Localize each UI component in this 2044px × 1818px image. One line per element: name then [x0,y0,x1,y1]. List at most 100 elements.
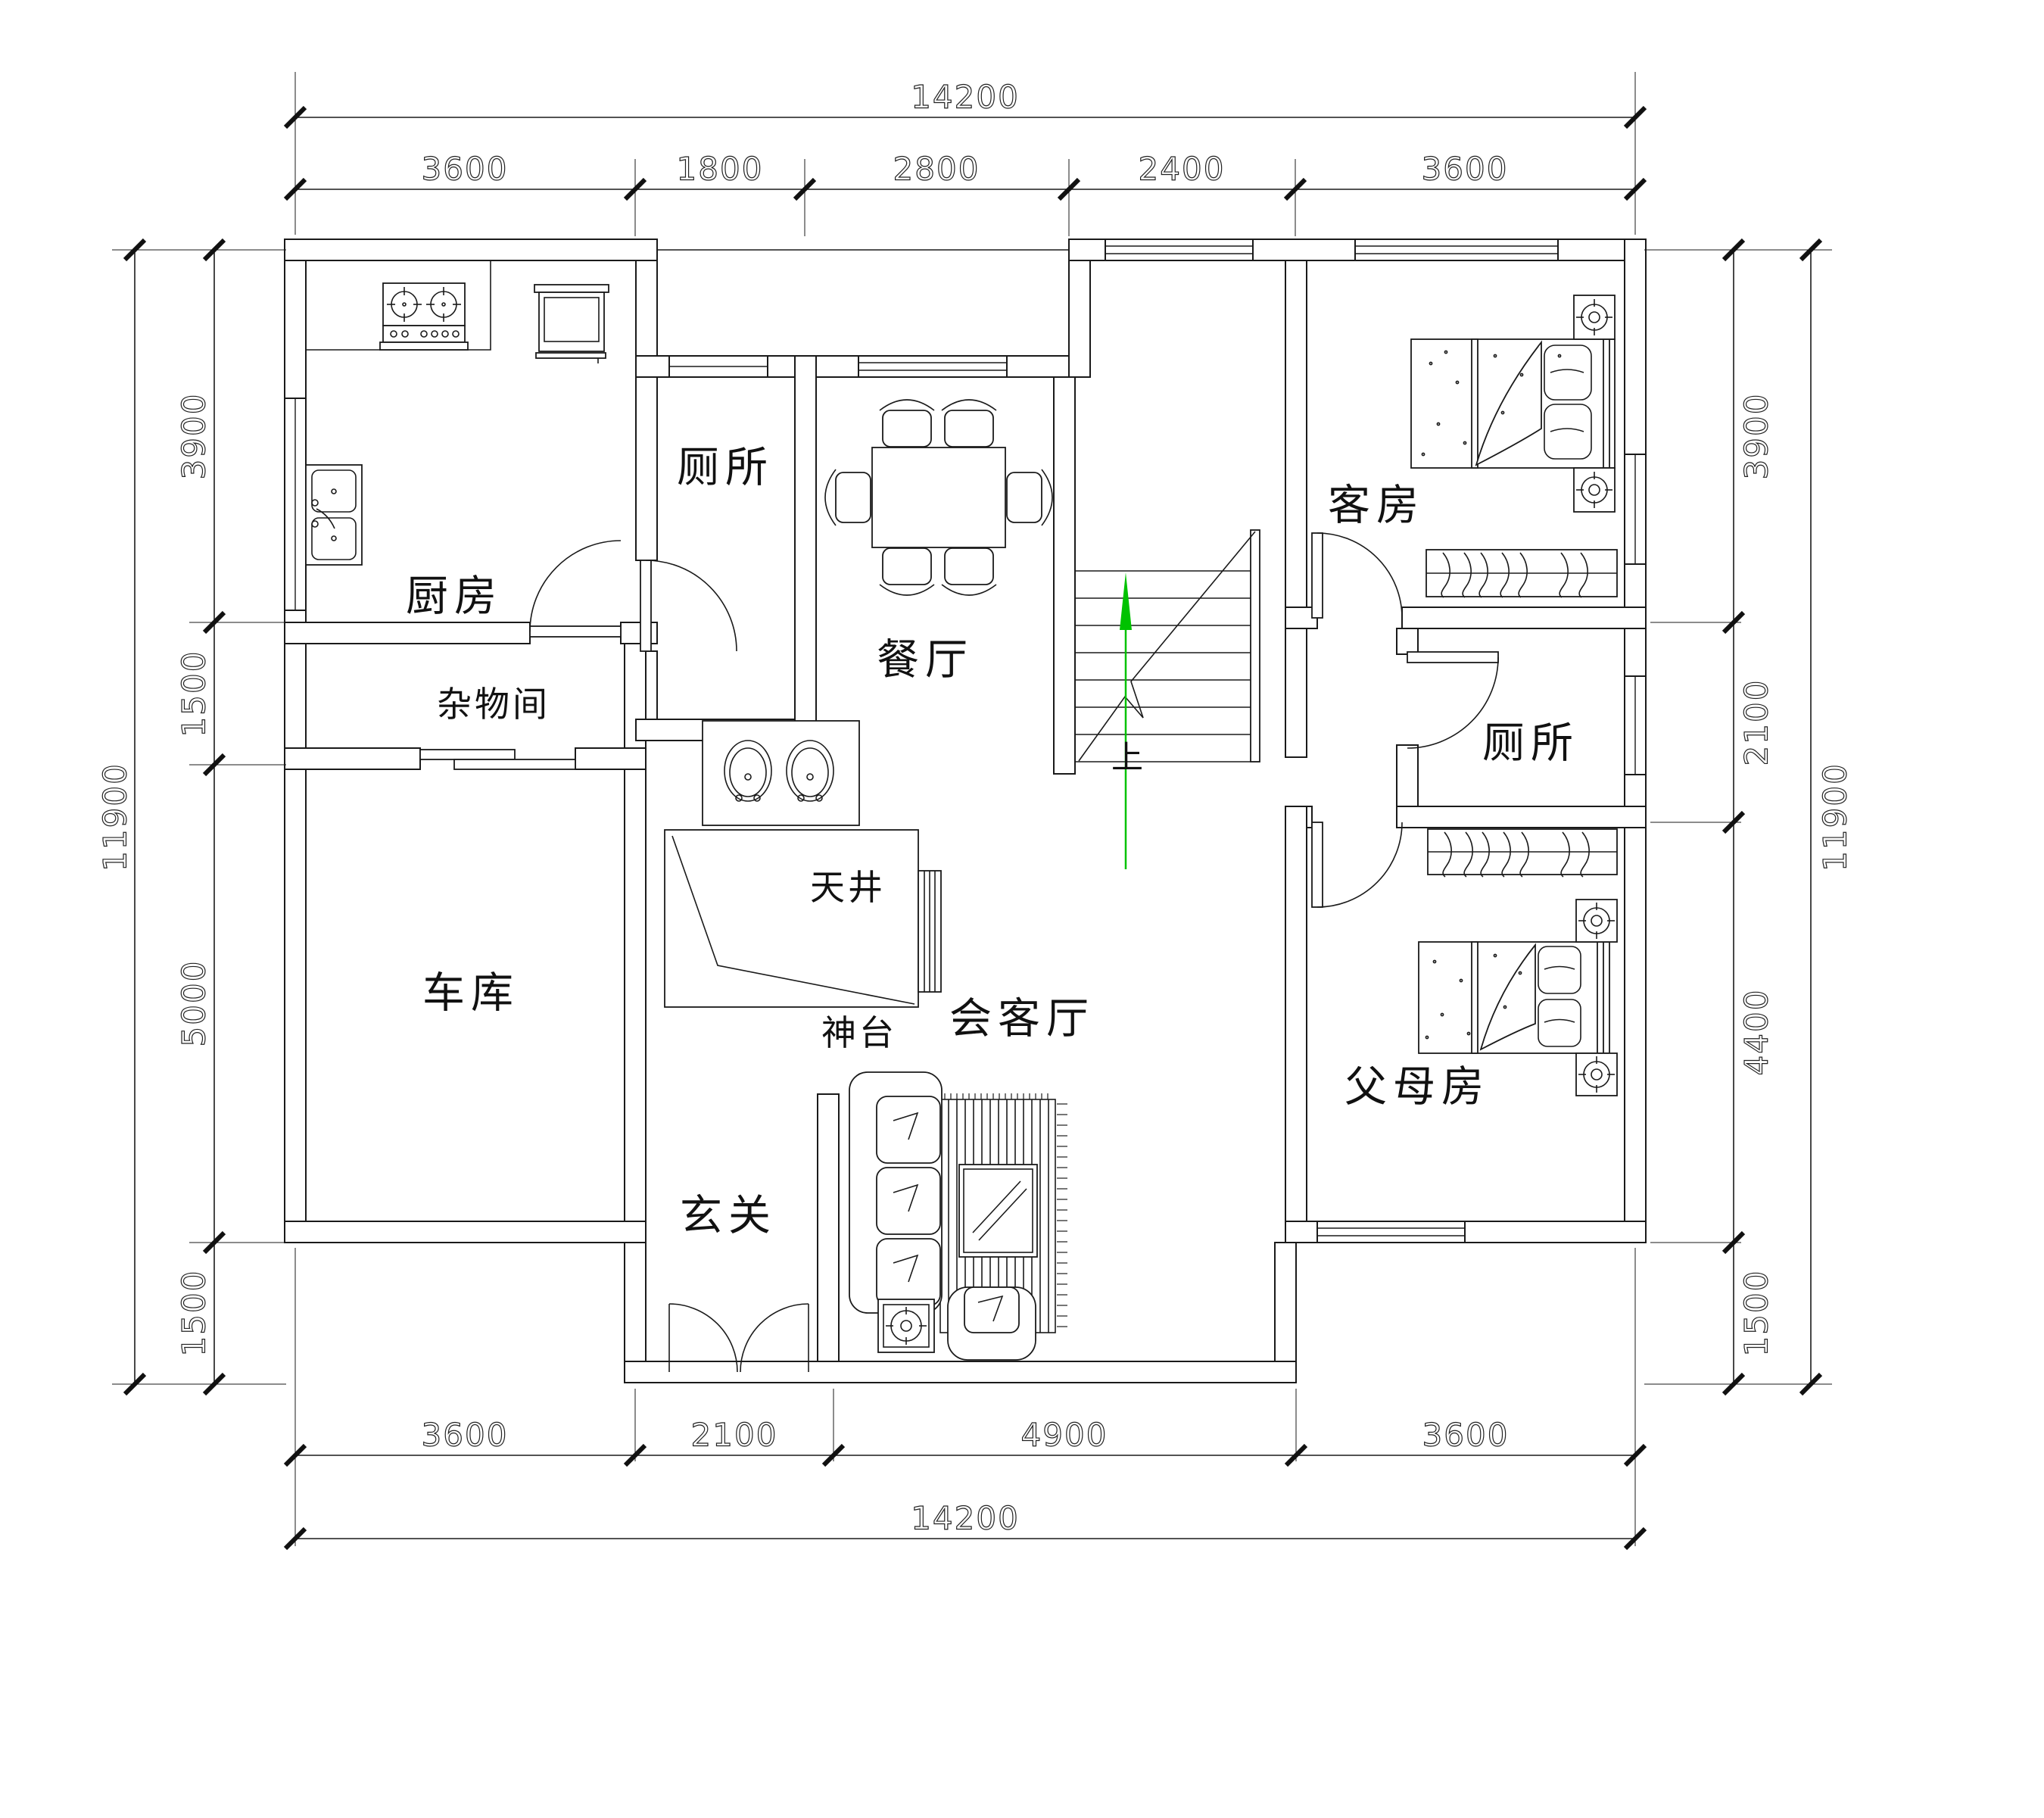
stairs [1075,529,1260,869]
stair-up-arrow-head [1120,572,1132,630]
window-guest-right [1624,454,1647,565]
dim-left-seg: 1500 [176,650,213,737]
stove-icon [379,282,469,351]
nightstand-icon [1575,1052,1618,1096]
dim-left-total: 11900 [97,762,134,872]
dim-right-total: 11900 [1817,762,1854,872]
wall-parents-west [1285,806,1307,1222]
dim-bottom-seg: 3600 [1422,1417,1510,1454]
label-parents-room: 父母房 [1344,1063,1490,1112]
dim-top-seg: 2400 [1139,151,1226,188]
dim-bottom-total: 14200 [911,1500,1020,1537]
label-toilet-right: 厕所 [1482,719,1579,769]
kitchen-appliance-icon [534,284,609,363]
wall-step-right [1068,239,1091,378]
label-storage: 杂物间 [437,684,550,725]
label-guest-room: 客房 [1328,482,1425,531]
dim-bottom-seg: 4900 [1021,1417,1108,1454]
wall-stair-east [1285,260,1307,758]
wall-entry-left [624,1242,647,1383]
wardrobe-icon [1427,828,1618,878]
label-altar: 神台 [821,1012,897,1053]
door-parents [1311,822,1403,908]
window-kitchen-left [284,398,307,611]
window-parents-bottom [1316,1221,1466,1243]
kitchen-counter [306,260,491,351]
wall-kitchen-east-upper [635,376,658,561]
door-kitchen [529,540,622,638]
window-dining [858,355,1008,378]
washbasin-icon [724,740,772,802]
wall-storage-bottom-right [575,747,647,770]
door-toilet-top [640,560,737,652]
dim-left-seg: 3900 [176,393,213,480]
wall-garage-bottom [284,1221,647,1243]
sliding-door-storage [419,749,576,770]
wall-toilet-top-east [794,355,817,741]
window-toilet-right [1624,675,1647,775]
door-toilet-right [1407,651,1499,749]
dim-top-seg: 2800 [893,151,980,188]
kitchen-fixtures [305,260,609,566]
washbasin-icon [786,740,834,802]
dim-top-seg: 3600 [422,151,509,188]
wall-garage-east [624,769,647,1222]
label-garage: 车库 [422,969,519,1018]
dining-chair [941,399,997,447]
dim-left-seg: 1500 [176,1270,213,1357]
door-guest [1311,532,1403,619]
label-kitchen: 厨房 [406,572,503,622]
living-room-furniture [849,1071,1067,1361]
wall-guest-bottom-right [1401,607,1647,629]
wall-kitchen-bottom [284,622,531,644]
label-entry: 玄关 [680,1192,777,1241]
wall-entry-living-divider [817,1093,840,1362]
bed-icon [1418,941,1610,1054]
stair-railing [1250,529,1260,762]
dim-left-seg: 5000 [176,960,213,1047]
label-toilet-top: 厕所 [677,444,774,493]
dim-top-seg: 3600 [1422,151,1509,188]
dining-set [824,399,1053,596]
dim-right-seg: 3900 [1738,393,1775,480]
coffee-table-icon [958,1164,1038,1258]
dining-chair [824,469,871,526]
dim-right-seg: 1500 [1738,1270,1775,1357]
dining-table [871,447,1006,548]
window-guest-top [1354,239,1559,261]
dim-right-seg: 4400 [1738,989,1775,1076]
wall-bottom-entry-living [624,1361,1297,1383]
label-living: 会客厅 [949,995,1095,1044]
label-dining: 餐厅 [877,636,974,685]
dimensions-left: 3900 1500 5000 1500 11900 [96,238,286,1396]
dim-right-seg: 2100 [1738,679,1775,766]
dining-chair [879,399,935,447]
wall-left-outer [284,239,307,1243]
side-table-icon [877,1299,935,1353]
nightstand-icon [1573,295,1616,340]
door-entry-double [668,1303,809,1373]
dimensions-right: 3900 2100 4400 1500 11900 [1644,238,1854,1396]
dim-bottom-seg: 2100 [691,1417,778,1454]
dining-chair [879,547,935,596]
dim-bottom-seg: 3600 [422,1417,509,1454]
washbasin-counter [702,720,860,826]
doors [529,532,1499,1373]
kitchen-sink-icon [305,464,363,566]
wall-toilet-right-west-upper [1396,628,1419,655]
wall-stair-west [1053,376,1076,775]
wall-storage-bottom-left [284,747,421,770]
label-courtyard: 天井 [810,867,886,908]
wall-top-kitchen [284,239,658,261]
window-toilet-top [668,355,768,378]
wardrobe-icon [1426,549,1618,598]
dining-chair [1006,469,1053,526]
windows [284,239,1647,1243]
dimensions-bottom: 3600 2100 4900 3600 14200 [283,1248,1647,1551]
parents-room-furniture [1418,828,1618,1096]
guest-room-furniture [1410,295,1618,598]
label-stairs-up: 上 [1111,739,1143,776]
window-stairs [1105,239,1254,261]
room-labels: 厨房 厕所 餐厅 客房 杂物间 天井 神台 车库 玄关 会客厅 厕所 父母房 上 [406,444,1579,1241]
